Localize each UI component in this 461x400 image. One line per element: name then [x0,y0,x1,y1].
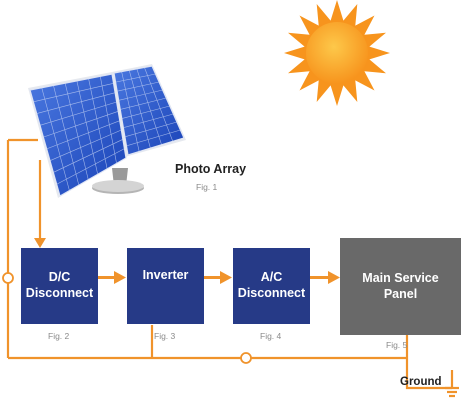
arrow-dc-to-inverter [114,271,126,284]
dc-disconnect-box: D/C Disconnect [21,248,98,324]
flow-arrows [34,238,340,284]
arrow-panel-to-dc [34,238,46,248]
junction-circle-bottom [240,352,252,364]
wiring [6,138,459,398]
ground-label: Ground [400,376,442,388]
photo-array-label: Photo Array [175,162,247,176]
dc-disconnect-line2: Disconnect [25,286,94,300]
main-service-panel-line1: Main Service [362,270,439,285]
arrow-inverter-to-ac [220,271,232,284]
inverter-fig: Fig. 3 [154,331,176,341]
photo-array-fig: Fig. 1 [196,182,218,192]
ac-disconnect-line1: A/C [260,270,283,285]
ac-disconnect-line2: Disconnect [237,286,306,300]
dc-disconnect-line1: D/C [48,270,71,285]
main-service-panel-box: Main Service Panel [340,238,461,335]
solar-panel-icon [28,64,186,198]
dc-disconnect-fig: Fig. 2 [48,331,70,341]
main-service-panel-line2: Panel [383,286,418,301]
sun-icon [284,0,390,106]
inverter-box: Inverter [127,248,204,324]
ac-disconnect-fig: Fig. 4 [260,331,282,341]
inverter-label: Inverter [142,268,189,282]
junction-circle-left [2,272,14,284]
arrow-ac-to-panel [328,271,340,284]
main-service-panel-fig: Fig. 5 [386,340,408,350]
ac-disconnect-box: A/C Disconnect [233,248,310,324]
